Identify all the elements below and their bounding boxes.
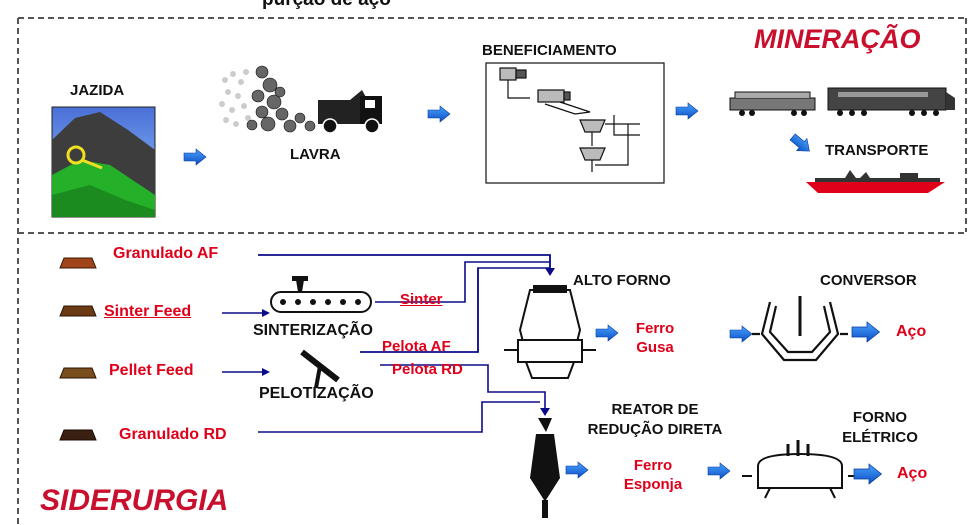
alto-forno-label: ALTO FORNO <box>573 272 671 289</box>
flow-arrowheads <box>262 268 555 416</box>
beneficiamento-diagram <box>485 62 665 184</box>
arrow-jazida-lavra <box>183 148 207 166</box>
reator-line-1: REATOR DE <box>611 401 699 418</box>
arrow-forno-aco <box>853 463 882 485</box>
aco-output-1: Aço <box>896 323 927 340</box>
header-fragment: purção de aço <box>262 0 391 11</box>
arrow-reator-esponja <box>565 461 589 479</box>
lavra-illustration <box>219 65 382 134</box>
sinter-feed-label: Sinter Feed <box>104 303 192 320</box>
arrow-conversor-aco <box>851 321 880 343</box>
forno-eletrico-line-1: FORNO <box>852 409 908 426</box>
reator-label: REATOR DE REDUÇÃO DIRETA <box>555 400 755 440</box>
dump-truck <box>318 90 382 134</box>
ferro-gusa-line-2: Gusa <box>636 339 674 356</box>
sinterizacao-label: SINTERIZAÇÃO <box>253 322 373 339</box>
jazida-label: JAZIDA <box>70 82 125 99</box>
granulado-af-label: Granulado AF <box>113 245 219 262</box>
reator-line-2: REDUÇÃO DIRETA <box>587 421 723 438</box>
pelota-rd-line-label: Pelota RD <box>392 361 463 378</box>
blast-furnace <box>504 285 596 379</box>
pelletizing-disc <box>300 349 340 389</box>
forno-eletrico-label: FORNO ELÉTRICO <box>820 408 940 448</box>
arrow-lavra-beneficiamento <box>427 105 451 123</box>
siderurgia-title: SIDERURGIA <box>40 484 229 517</box>
ferro-esponja-line-1: Ferro <box>633 457 673 474</box>
ferro-gusa-line-1: Ferro <box>635 320 675 337</box>
conversor-label: CONVERSOR <box>820 272 917 289</box>
aco-output-2: Aço <box>897 465 928 482</box>
arrow-train-transporte <box>787 130 815 158</box>
forno-eletrico-line-2: ELÉTRICO <box>842 429 918 446</box>
arrow-gusa-conversor <box>729 325 753 343</box>
mining-title: MINERAÇÃO <box>754 24 921 54</box>
ship-illustration <box>806 170 945 193</box>
jazida-illustration <box>51 106 156 218</box>
sinter-machine <box>270 276 372 313</box>
reduction-reactor <box>530 418 560 518</box>
transporte-label: TRANSPORTE <box>825 142 929 159</box>
flow-lines <box>222 254 551 433</box>
ore-piles <box>59 257 97 441</box>
arrow-beneficiamento-transporte <box>675 102 699 120</box>
beneficiamento-label: BENEFICIAMENTO <box>482 42 617 59</box>
lavra-label: LAVRA <box>290 146 341 163</box>
granulado-rd-label: Granulado RD <box>119 426 227 443</box>
arrow-altoforno-gusa <box>595 324 619 342</box>
section-borders <box>17 17 968 525</box>
arrow-esponja-forno <box>707 462 731 480</box>
pelota-af-line-label: Pelota AF <box>382 338 451 355</box>
ferro-gusa-label: Ferro Gusa <box>620 319 690 357</box>
electric-furnace <box>742 440 858 499</box>
ferro-esponja-line-2: Esponja <box>623 476 683 493</box>
train-illustration <box>729 87 955 116</box>
pelotizacao-label: PELOTIZAÇÃO <box>259 385 374 402</box>
pellet-feed-label: Pellet Feed <box>109 362 194 379</box>
ferro-esponja-label: Ferro Esponja <box>608 456 698 494</box>
sinter-line-label: Sinter <box>400 291 443 308</box>
converter <box>752 296 848 362</box>
